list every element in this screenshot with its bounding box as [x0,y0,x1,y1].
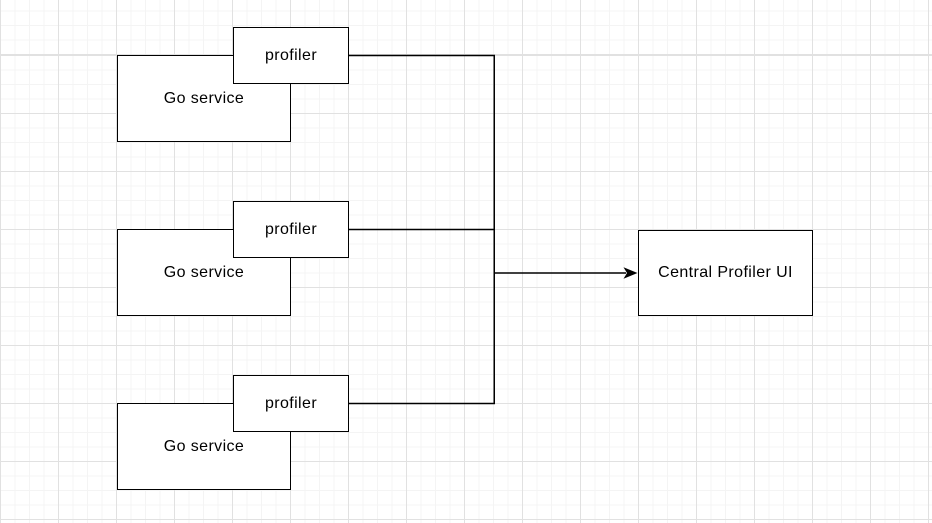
node-go-service-3-label: Go service [163,437,245,455]
node-central-profiler-ui-label: Central Profiler UI [658,264,793,281]
node-central-profiler-ui[interactable]: Central Profiler UI [638,230,813,316]
node-profiler-2-label: profiler [264,220,318,238]
node-go-service-1-label: Go service [163,89,245,107]
node-profiler-2[interactable]: profiler [233,201,349,258]
node-profiler-3[interactable]: profiler [233,375,349,432]
node-go-service-2[interactable]: Go service [117,229,291,316]
node-profiler-1-label: profiler [264,46,318,64]
node-profiler-1[interactable]: profiler [233,27,349,84]
node-go-service-2-label: Go service [163,263,245,281]
arrowhead-icon [623,267,638,279]
node-profiler-3-label: profiler [264,394,318,412]
